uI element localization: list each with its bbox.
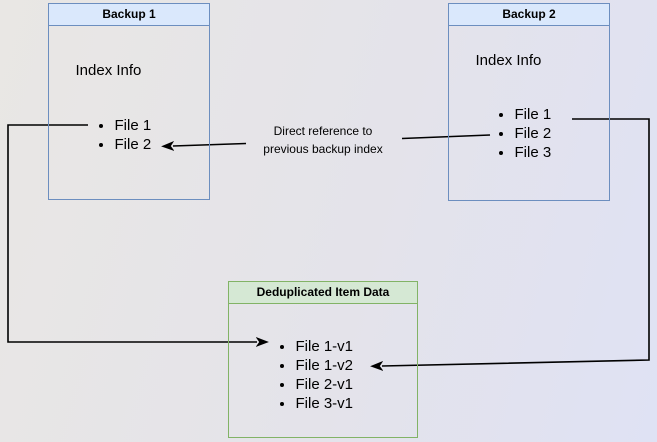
dedup-file-list: File 1-v1 File 1-v2 File 2-v1 File 3-v1 bbox=[279, 337, 353, 413]
list-item: File 1-v2 bbox=[279, 356, 353, 375]
backup1-box-title: Backup 1 bbox=[49, 4, 209, 26]
backup2-file-list: File 1 File 2 File 3 bbox=[498, 105, 551, 162]
list-item: File 3 bbox=[498, 143, 551, 162]
list-item: File 1-v1 bbox=[279, 337, 353, 356]
list-item: File 1 bbox=[98, 116, 151, 135]
list-item: File 1 bbox=[498, 105, 551, 124]
deduplicated-item-data-box-title: Deduplicated Item Data bbox=[229, 282, 417, 304]
direct-reference-connector-label: Direct reference to previous backup inde… bbox=[263, 124, 383, 156]
backup1-file-list: File 1 File 2 bbox=[98, 116, 151, 154]
backup2-index-info-label: Index Info bbox=[475, 52, 542, 69]
backup2-box-title: Backup 2 bbox=[449, 4, 609, 26]
backup1-box: Backup 1 Index Info File 1 File 2 bbox=[48, 3, 210, 200]
list-item: File 3-v1 bbox=[279, 394, 353, 413]
backup1-index-info-label: Index Info bbox=[75, 62, 142, 79]
list-item: File 2-v1 bbox=[279, 375, 353, 394]
list-item: File 2 bbox=[498, 124, 551, 143]
deduplicated-item-data-box: Deduplicated Item Data File 1-v1 File 1-… bbox=[228, 281, 418, 438]
backup2-box: Backup 2 Index Info File 1 File 2 File 3 bbox=[448, 3, 610, 201]
list-item: File 2 bbox=[98, 135, 151, 154]
